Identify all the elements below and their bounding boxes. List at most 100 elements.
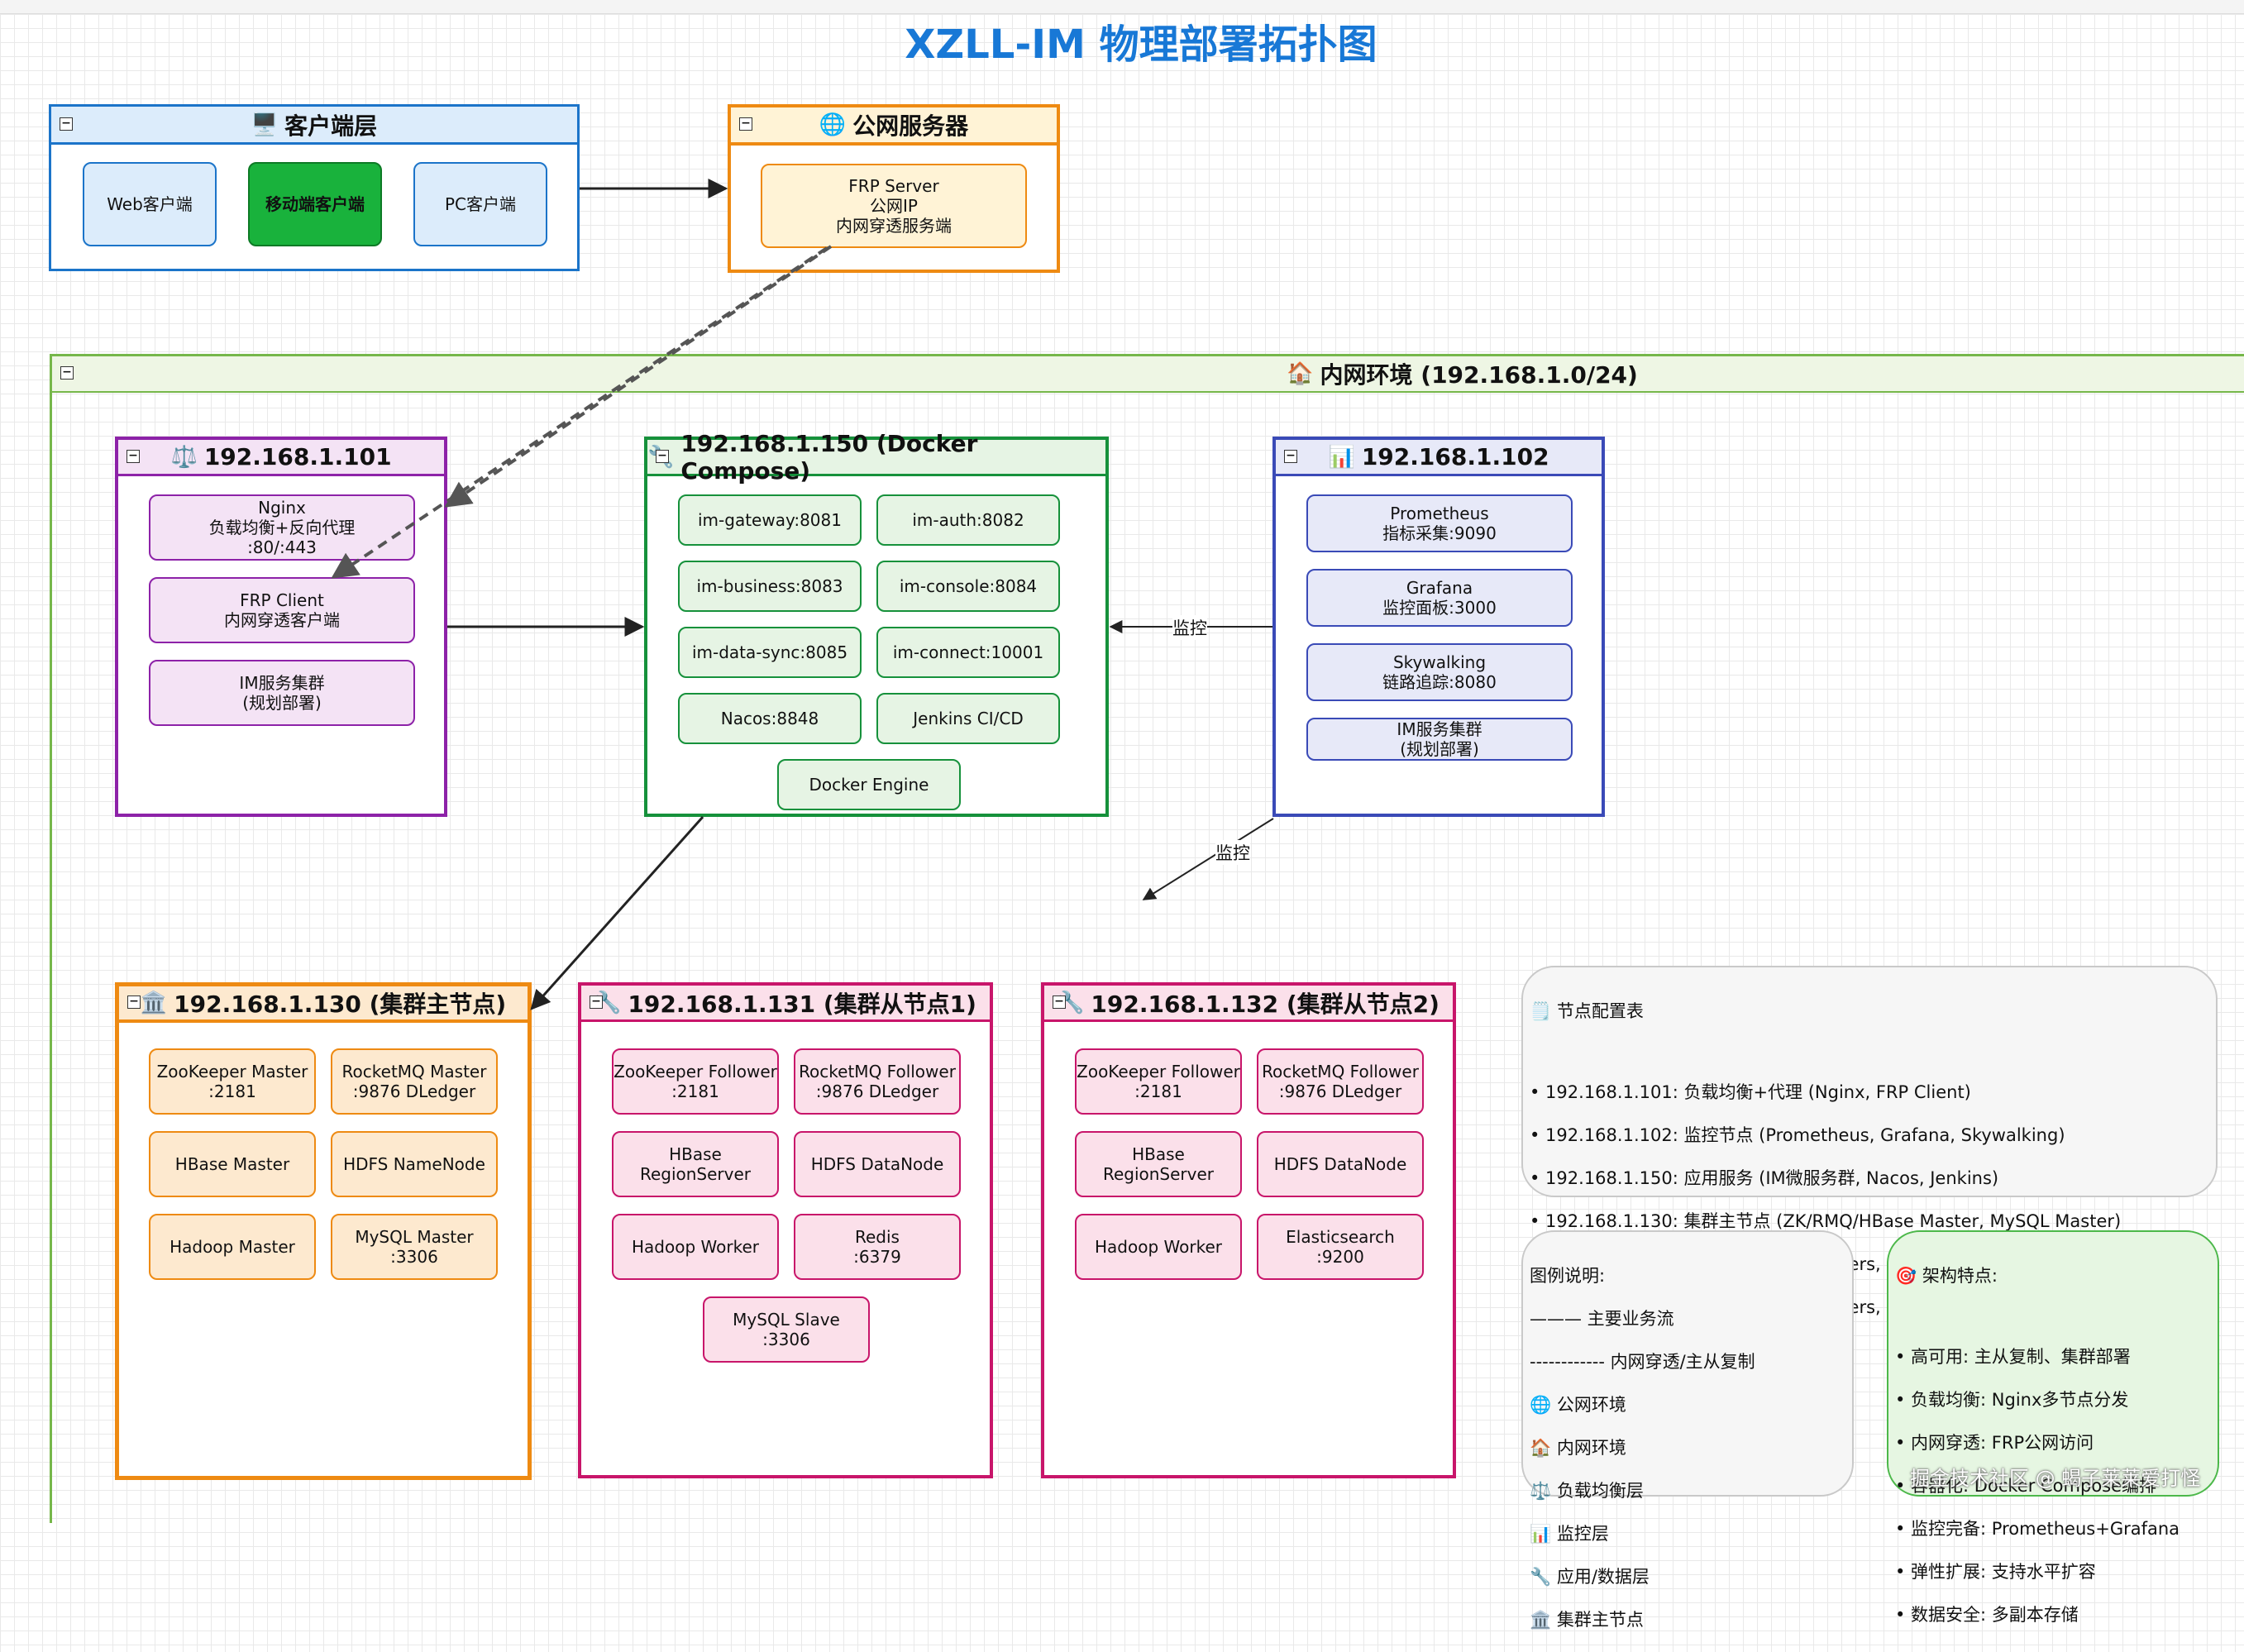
config-line: • 192.168.1.102: 监控节点 (Prometheus, Grafa…	[1530, 1125, 2065, 1145]
intranet-header: 内网环境 (192.168.1.0/24)	[1320, 361, 1638, 389]
bank-icon: 🏛️	[140, 991, 168, 1015]
feature-line: • 容器化: Docker Compose编排	[1895, 1476, 2157, 1496]
redis-node[interactable]: Redis :6379	[794, 1214, 961, 1280]
client-layer-header: 客户端层	[284, 112, 378, 140]
diagram-title: XZLL-IM 物理部署拓扑图	[905, 21, 1377, 68]
jenkins-node[interactable]: Jenkins CI/CD	[876, 693, 1060, 744]
scales-icon: ⚖️	[170, 444, 198, 470]
legend-line: 集群主节点	[1556, 1610, 1644, 1630]
im-console-node[interactable]: im-console:8084	[876, 561, 1060, 612]
clipboard-icon: 🗒️	[1530, 1001, 1557, 1021]
feature-line: • 高可用: 主从复制、集群部署	[1895, 1347, 2131, 1367]
nacos-node[interactable]: Nacos:8848	[678, 693, 862, 744]
edge-frp-to-frpclient-dashed	[331, 246, 828, 579]
scales-icon: ⚖️	[1530, 1481, 1557, 1501]
zookeeper-follower-node[interactable]: ZooKeeper Follower :2181	[612, 1048, 779, 1115]
skywalking-node[interactable]: Skywalking 链路追踪:8080	[1306, 643, 1573, 701]
collapse-toggle[interactable]: −	[590, 995, 603, 1009]
legend-title: 图例说明:	[1530, 1266, 1606, 1286]
legend-line: ——— 主要业务流	[1530, 1309, 1674, 1329]
wrench-icon: 🔧	[1530, 1567, 1557, 1587]
collapse-toggle[interactable]: −	[1284, 449, 1297, 463]
config-line: • 192.168.1.150: 应用服务 (IM微服务群, Nacos, Je…	[1530, 1168, 1999, 1188]
im-business-node[interactable]: im-business:8083	[678, 561, 862, 612]
house-icon: 🏠	[1530, 1438, 1557, 1458]
im-connect-node[interactable]: im-connect:10001	[876, 627, 1060, 678]
bank-icon: 🏛️	[1530, 1610, 1557, 1630]
target-icon: 🎯	[1895, 1266, 1922, 1286]
watermark: 掘金技术社区 @ 蝎子莱莱爱打怪	[1910, 1467, 2201, 1490]
config-table-title: 节点配置表	[1556, 1001, 1644, 1021]
features-title: 架构特点:	[1922, 1266, 1998, 1286]
monitor-edge-label: 监控	[1172, 615, 1207, 640]
feature-line: • 负载均衡: Nginx多节点分发	[1895, 1390, 2129, 1410]
frp-server-node[interactable]: FRP Server 公网IP 内网穿透服务端	[761, 164, 1027, 248]
collapse-toggle[interactable]: −	[739, 117, 752, 131]
hdfs-datanode-node[interactable]: HDFS DataNode	[794, 1131, 961, 1197]
host-101-header: 192.168.1.101	[203, 443, 392, 470]
feature-line: • 内网穿透: FRP公网访问	[1895, 1433, 2094, 1453]
hbase-master-node[interactable]: HBase Master	[149, 1131, 316, 1197]
collapse-toggle[interactable]: −	[656, 449, 669, 463]
legend-line: 负载均衡层	[1556, 1481, 1644, 1501]
collapse-toggle[interactable]: −	[60, 366, 74, 380]
legend-line: 监控层	[1556, 1524, 1609, 1544]
edge-102-monitor-down	[1142, 818, 1274, 900]
rocketmq-follower-node[interactable]: RocketMQ Follower :9876 DLedger	[1257, 1048, 1424, 1115]
hadoop-master-node[interactable]: Hadoop Master	[149, 1214, 316, 1280]
public-server-header: 公网服务器	[852, 112, 969, 140]
host-102-header: 192.168.1.102	[1361, 443, 1549, 470]
config-line: • 192.168.1.101: 负载均衡+代理 (Nginx, FRP Cli…	[1530, 1082, 1971, 1102]
grafana-node[interactable]: Grafana 监控面板:3000	[1306, 569, 1573, 627]
monitor-edge-label: 监控	[1215, 840, 1250, 865]
monitor-icon: 🖥️	[251, 112, 279, 137]
edge-frp-to-nginx-dashed	[444, 245, 833, 508]
rocketmq-master-node[interactable]: RocketMQ Master :9876 DLedger	[331, 1048, 498, 1115]
im-cluster-planned-node[interactable]: IM服务集群 (规划部署)	[1306, 718, 1573, 761]
collapse-toggle[interactable]: −	[127, 995, 141, 1009]
edges-layer	[331, 179, 1274, 1010]
globe-icon: 🌐	[819, 112, 847, 137]
collapse-toggle[interactable]: −	[60, 117, 73, 131]
house-icon: 🏠	[1287, 361, 1314, 386]
web-client-node[interactable]: Web客户端	[83, 162, 217, 246]
hbase-regionserver-node[interactable]: HBase RegionServer	[1075, 1131, 1242, 1197]
im-auth-node[interactable]: im-auth:8082	[876, 494, 1060, 546]
bar-chart-icon: 📊	[1328, 444, 1355, 470]
zookeeper-master-node[interactable]: ZooKeeper Master :2181	[149, 1048, 316, 1115]
hdfs-namenode-node[interactable]: HDFS NameNode	[331, 1131, 498, 1197]
host-150-header: 192.168.1.150 (Docker Compose)	[680, 429, 978, 485]
legend-line: 内网环境	[1556, 1438, 1626, 1458]
im-cluster-planned-node[interactable]: IM服务集群 (规划部署)	[149, 660, 415, 726]
pc-client-node[interactable]: PC客户端	[413, 162, 547, 246]
hadoop-worker-node[interactable]: Hadoop Worker	[612, 1214, 779, 1280]
frp-client-node[interactable]: FRP Client 内网穿透客户端	[149, 577, 415, 643]
collapse-toggle[interactable]: −	[127, 449, 140, 463]
host-131-header: 192.168.1.131 (集群从节点1)	[628, 990, 976, 1018]
globe-icon: 🌐	[1530, 1395, 1557, 1415]
editor-top-strip	[0, 0, 2244, 14]
collapse-toggle[interactable]: −	[1053, 995, 1066, 1009]
mobile-client-node[interactable]: 移动端客户端	[248, 162, 382, 246]
legend-line: 应用/数据层	[1556, 1567, 1650, 1587]
elasticsearch-node[interactable]: Elasticsearch :9200	[1257, 1214, 1424, 1280]
prometheus-node[interactable]: Prometheus 指标采集:9090	[1306, 494, 1573, 552]
legend-line: 公网环境	[1556, 1395, 1626, 1415]
im-data-sync-node[interactable]: im-data-sync:8085	[678, 627, 862, 678]
im-gateway-node[interactable]: im-gateway:8081	[678, 494, 862, 546]
edge-150-to-130	[530, 816, 704, 1010]
hbase-regionserver-node[interactable]: HBase RegionServer	[612, 1131, 779, 1197]
hadoop-worker-node[interactable]: Hadoop Worker	[1075, 1214, 1242, 1280]
mysql-master-node[interactable]: MySQL Master :3306	[331, 1214, 498, 1280]
docker-engine-node[interactable]: Docker Engine	[777, 759, 961, 810]
intranet-container[interactable]: − 🏠 内网环境 (192.168.1.0/24)	[50, 354, 2244, 1523]
zookeeper-follower-node[interactable]: ZooKeeper Follower :2181	[1075, 1048, 1242, 1115]
bar-chart-icon: 📊	[1530, 1524, 1557, 1544]
feature-line: • 数据安全: 多副本存储	[1895, 1605, 2079, 1625]
mysql-slave-node[interactable]: MySQL Slave :3306	[703, 1296, 870, 1363]
nginx-node[interactable]: Nginx 负载均衡+反向代理 :80/:443	[149, 494, 415, 561]
legend-line: ------------ 内网穿透/主从复制	[1530, 1352, 1755, 1372]
host-130-header: 192.168.1.130 (集群主节点)	[174, 991, 507, 1018]
rocketmq-follower-node[interactable]: RocketMQ Follower :9876 DLedger	[794, 1048, 961, 1115]
hdfs-datanode-node[interactable]: HDFS DataNode	[1257, 1131, 1424, 1197]
